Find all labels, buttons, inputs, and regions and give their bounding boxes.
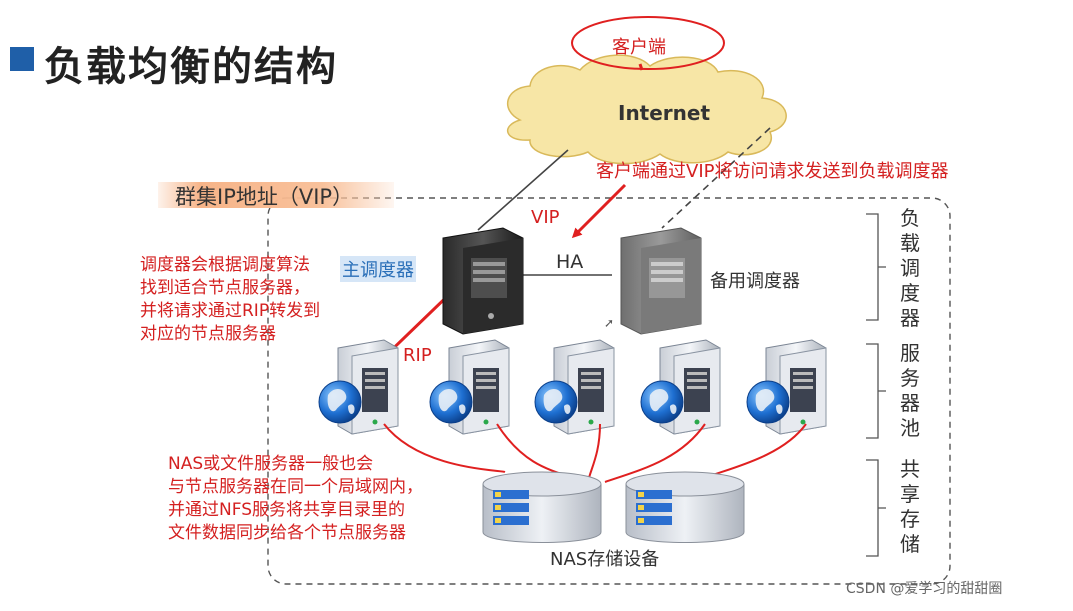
- storage-disk-icon: [482, 471, 602, 543]
- main-scheduler-label: 主调度器: [340, 256, 416, 282]
- vip-tag: VIP: [531, 207, 560, 228]
- layer-label-scheduler: 负载调度器: [900, 206, 920, 330]
- vip-area-band: [158, 182, 394, 208]
- vip-arrow: [571, 183, 627, 239]
- link-internet-main: [477, 149, 569, 231]
- cluster-boundary: [267, 197, 951, 585]
- internet-label: Internet: [618, 101, 711, 125]
- layer-label-shared-storage: 共享存储: [900, 457, 920, 556]
- layer-brackets: [866, 213, 886, 557]
- nas-annotation-line: 并通过NFS服务将共享目录里的: [168, 500, 405, 520]
- server-pool: [318, 339, 827, 435]
- nas-annotation-line: 与节点服务器在同一个局域网内，: [168, 477, 423, 497]
- title-bullet: [10, 47, 34, 71]
- ha-label: HA: [556, 251, 584, 273]
- scheduler-annotation-line: 并将请求通过RIP转发到: [140, 301, 321, 321]
- mouse-cursor-icon: ➚: [604, 316, 615, 330]
- node-server: [746, 339, 827, 435]
- client-link: [638, 63, 644, 71]
- storage-pool: [482, 471, 745, 543]
- globe-icon: [640, 380, 684, 424]
- link-internet-backup: [661, 127, 771, 229]
- storage-disk-icon: [625, 471, 745, 543]
- scheduler-annotation-line: 对应的节点服务器: [140, 324, 276, 344]
- backup-scheduler-label: 备用调度器: [710, 271, 800, 292]
- rip-tag: RIP: [403, 345, 432, 366]
- globe-icon: [318, 380, 362, 424]
- globe-icon: [429, 380, 473, 424]
- client-label: 客户端: [612, 37, 666, 58]
- globe-icon: [746, 380, 790, 424]
- nas-annotation-line: 文件数据同步给各个节点服务器: [168, 523, 406, 543]
- layer-label-server-pool: 服务器池: [900, 341, 920, 440]
- node-server: [429, 339, 510, 435]
- nas-label: NAS存储设备: [550, 549, 660, 570]
- server-tower-icon: [442, 227, 524, 335]
- vip-area-label: 群集IP地址（VIP）: [175, 185, 354, 209]
- node-server: [534, 339, 615, 435]
- scheduler-annotation: 调度器会根据调度算法 找到适合节点服务器， 并将请求通过RIP转发到 对应的节点…: [140, 254, 320, 346]
- globe-icon: [534, 380, 578, 424]
- nfs-links: [383, 423, 807, 483]
- nas-annotation-line: NAS或文件服务器一般也会: [168, 454, 374, 474]
- vip-annotation: 客户端通过VIP将访问请求发送到负载调度器: [596, 161, 949, 182]
- node-server: [318, 339, 399, 435]
- cloud-icon: [506, 54, 787, 165]
- page-title: 负载均衡的结构: [44, 44, 338, 90]
- server-tower-icon: [620, 227, 702, 335]
- node-server: [640, 339, 721, 435]
- scheduler-annotation-line: 调度器会根据调度算法: [140, 255, 310, 275]
- nas-annotation: NAS或文件服务器一般也会 与节点服务器在同一个局域网内， 并通过NFS服务将共…: [168, 453, 423, 545]
- client-ellipse: [571, 16, 725, 70]
- scheduler-annotation-line: 找到适合节点服务器，: [140, 278, 310, 298]
- watermark: CSDN @爱学习的甜甜圈: [846, 581, 1003, 597]
